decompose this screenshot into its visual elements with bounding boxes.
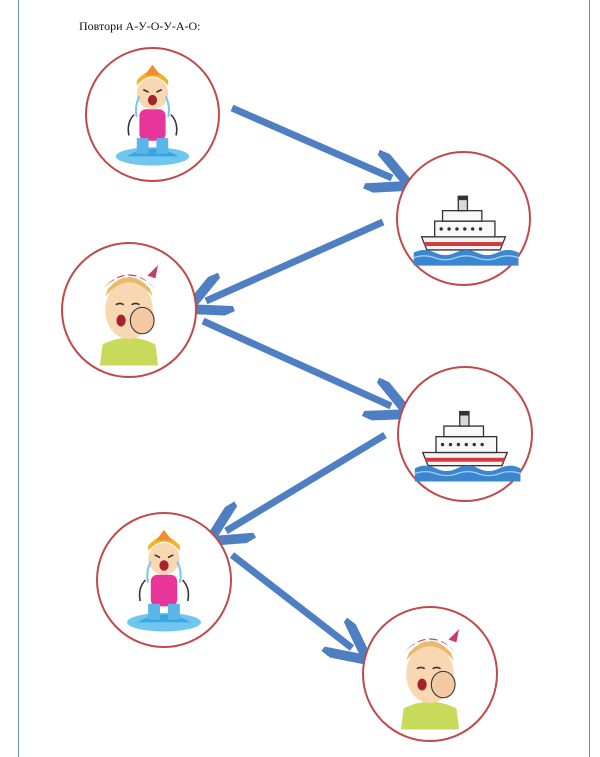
instruction-text: Повтори А-У-О-У-А-О:	[79, 19, 201, 33]
circle-crying-girl-2	[96, 512, 232, 648]
circle-girl-toothache-2	[362, 606, 498, 742]
page-frame	[18, 0, 590, 757]
steamship-icon	[413, 195, 519, 266]
arrow-3	[201, 317, 391, 406]
crying-girl-icon	[115, 64, 190, 166]
arrow-5	[229, 552, 352, 648]
arrow-1	[230, 104, 392, 178]
circle-crying-girl-1	[85, 47, 220, 182]
arrow-4	[226, 432, 387, 531]
crying-girl-icon	[127, 529, 201, 632]
arrow-2	[206, 218, 385, 301]
circle-girl-toothache-1	[61, 242, 197, 378]
steamship-icon	[414, 410, 521, 482]
circle-steamship-2	[397, 366, 533, 502]
circle-steamship-1	[396, 151, 531, 286]
girl-toothache-icon	[99, 265, 159, 366]
girl-toothache-icon	[400, 629, 460, 730]
